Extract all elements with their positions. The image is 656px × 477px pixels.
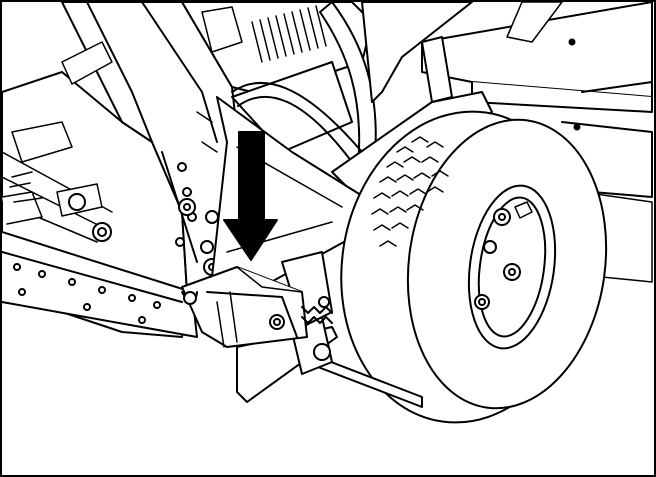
axle-assembly (236, 251, 423, 408)
rear-tire (340, 110, 608, 424)
chassis-frame (61, 2, 238, 293)
jack-bracket (181, 266, 333, 348)
hose (231, 2, 377, 168)
down-arrow-icon (223, 131, 278, 261)
deck-left (2, 71, 198, 338)
